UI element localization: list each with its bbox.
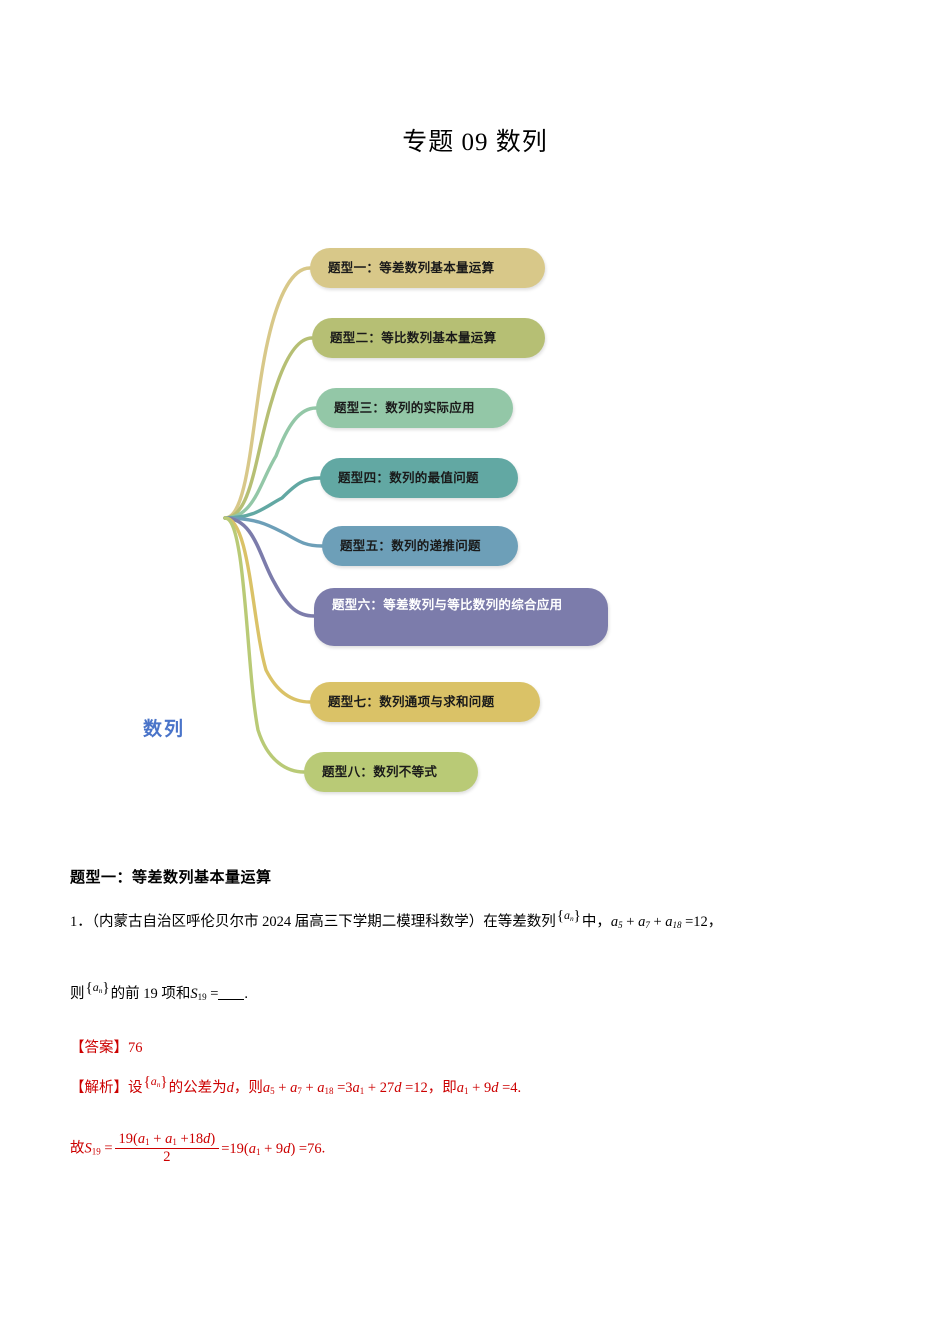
mindmap-root-node: 数列 <box>143 718 186 740</box>
final-equals: = <box>104 1140 113 1157</box>
fraction-numerator: 19(a1 + a1 +18d) <box>118 1131 216 1148</box>
mindmap-node-5-label: 题型五：数列的递推问题 <box>340 537 481 553</box>
final-sum-subscript: 19 <box>91 1146 101 1157</box>
solution-expr-1: a5 + a7 + a18 =3a1 + 27d =12 <box>262 1080 428 1097</box>
solution-ie-text: 即 <box>442 1080 457 1096</box>
mindmap-connectors <box>223 266 324 774</box>
sequence-notation-1: {an} <box>556 908 581 924</box>
mindmap-node-2[interactable]: 题型二：等比数列基本量运算 <box>312 318 545 358</box>
solution-period: . <box>517 1080 522 1096</box>
problem-line2-mid: 的前 19 项和 <box>110 986 191 1002</box>
fraction-denominator: 2 <box>114 1147 220 1166</box>
mindmap-node-3[interactable]: 题型三：数列的实际应用 <box>316 388 513 428</box>
mindmap-node-4[interactable]: 题型四：数列的最值问题 <box>320 458 518 498</box>
problem-period: . <box>244 986 249 1002</box>
equals-sign: = <box>210 986 219 1002</box>
problem-comma: ， <box>707 914 723 930</box>
problem-number: 1． <box>70 914 92 930</box>
problem-statement-line2: 则{an}的前 19 项和S19 =. <box>70 980 249 1007</box>
mindmap-node-7-label: 题型七：数列通项与求和问题 <box>328 693 495 709</box>
mindmap-node-7[interactable]: 题型七：数列通项与求和问题 <box>310 682 540 722</box>
mindmap-node-6[interactable]: 题型六：等差数列与等比数列的综合应用 <box>314 588 608 646</box>
mindmap-node-8-label: 题型八：数列不等式 <box>322 763 438 779</box>
answer-value: 76 <box>128 1040 143 1056</box>
problem-statement-line1: 1．（内蒙古自治区呼伦贝尔市 2024 届高三下学期二模理科数学）在等差数列{a… <box>70 908 723 935</box>
final-prefix: 故 <box>70 1140 85 1157</box>
mindmap-node-3-label: 题型三：数列的实际应用 <box>334 399 475 415</box>
mindmap-node-1-label: 题型一：等差数列基本量运算 <box>328 259 495 275</box>
solution-line: 【解析】设{an}的公差为d，则a5 + a7 + a18 =3a1 + 27d… <box>70 1074 522 1101</box>
solution-expr-2: a1 + 9d =4 <box>456 1080 518 1097</box>
mindmap-node-4-label: 题型四：数列的最值问题 <box>338 469 479 485</box>
problem-condition: a5 + a7 + a18 =12 <box>610 914 708 931</box>
page-title: 专题 09 数列 <box>402 129 548 156</box>
fraction: 19(a1 + a1 +18d) 2 <box>114 1131 220 1166</box>
answer-blank <box>218 999 245 1000</box>
solution-comma: ， <box>427 1080 443 1096</box>
sequence-notation-3: {an} <box>143 1074 168 1090</box>
sequence-notation-2: {an} <box>85 980 110 996</box>
problem-line2-pre: 则 <box>70 986 85 1002</box>
answer-line: 【答案】76 <box>70 1038 143 1060</box>
solution-final-line: 故S19 = 19(a1 + a1 +18d) 2 =19(a1 + 9d) =… <box>70 1131 326 1166</box>
final-tail: =19(a1 + 9d) =76 <box>221 1140 322 1157</box>
mindmap-node-2-label: 题型二：等比数列基本量运算 <box>330 329 497 345</box>
solution-then-text: ，则 <box>233 1080 263 1096</box>
mindmap-node-5[interactable]: 题型五：数列的递推问题 <box>322 526 518 566</box>
final-period: . <box>321 1140 326 1157</box>
mindmap-node-1[interactable]: 题型一：等差数列基本量运算 <box>310 248 545 288</box>
section-heading: 题型一：等差数列基本量运算 <box>70 868 272 886</box>
solution-label: 【解析】 <box>70 1080 128 1096</box>
sum-subscript: 19 <box>197 992 207 1003</box>
mindmap-node-8[interactable]: 题型八：数列不等式 <box>304 752 478 792</box>
problem-source: （内蒙古自治区呼伦贝尔市 2024 届高三下学期二模理科数学） <box>91 914 484 930</box>
sum-symbol: S <box>190 986 198 1002</box>
problem-stem-pre: 在等差数列 <box>483 914 556 930</box>
solution-set-text: 设 <box>128 1080 143 1096</box>
solution-diff-text: 的公差为 <box>168 1080 227 1096</box>
answer-label: 【答案】 <box>70 1040 128 1056</box>
final-sum-symbol: S <box>84 1140 92 1157</box>
mindmap-diagram: 数列 题型一：等差数列基本量运算 题型二：等比数列基本量运算 题型三：数列的实际… <box>0 210 950 830</box>
mindmap-node-6-label: 题型六：等差数列与等比数列的综合应用 <box>332 597 563 612</box>
problem-stem-mid: 中， <box>581 914 611 930</box>
common-difference-symbol: d <box>226 1080 234 1096</box>
